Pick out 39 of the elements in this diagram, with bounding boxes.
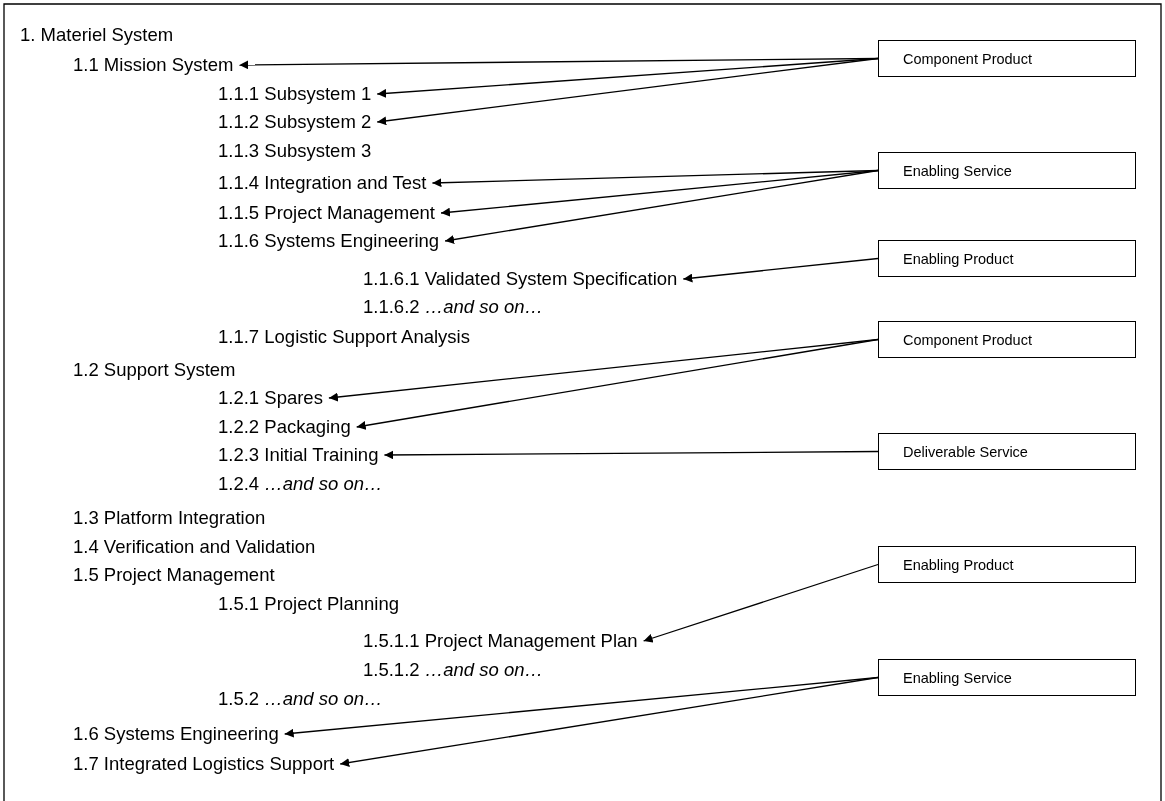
label-box: Enabling Product [878, 240, 1136, 277]
list-item: 1.5.2 …and so on… [218, 688, 383, 710]
list-item: 1.2.2 Packaging [218, 416, 351, 438]
label-box: Enabling Product [878, 546, 1136, 583]
label-box: Deliverable Service [878, 433, 1136, 470]
list-item: 1.2.3 Initial Training [218, 444, 379, 466]
list-item: 1.4 Verification and Validation [73, 536, 316, 558]
arrow [682, 257, 879, 283]
list-item: 1.5.1 Project Planning [218, 593, 399, 615]
arrow [339, 676, 879, 767]
list-item: 1.1.3 Subsystem 3 [218, 140, 372, 162]
list-item: 1. Materiel System [20, 24, 174, 46]
list-item: 1.1.2 Subsystem 2 [218, 111, 372, 133]
arrow [444, 169, 879, 244]
list-item: 1.1.1 Subsystem 1 [218, 83, 372, 105]
label-box: Enabling Service [878, 659, 1136, 696]
arrow [376, 57, 879, 126]
list-item: 1.1.7 Logistic Support Analysis [218, 326, 470, 348]
label-box: Component Product [878, 40, 1136, 77]
list-item: 1.1.4 Integration and Test [218, 172, 427, 194]
list-item: 1.2.1 Spares [218, 387, 323, 409]
list-item: 1.2.4 …and so on… [218, 473, 383, 495]
list-item: 1.5 Project Management [73, 564, 275, 586]
label-box: Component Product [878, 321, 1136, 358]
list-item: 1.3 Platform Integration [73, 507, 266, 529]
list-item: 1.7 Integrated Logistics Support [73, 753, 335, 775]
list-item: 1.1.6 Systems Engineering [218, 230, 440, 252]
arrow [642, 563, 879, 643]
label-box: Enabling Service [878, 152, 1136, 189]
list-item: 1.1.6.1 Validated System Specification [363, 268, 678, 290]
list-item: 1.2 Support System [73, 359, 236, 381]
list-item: 1.6 Systems Engineering [73, 723, 279, 745]
list-item: 1.1.5 Project Management [218, 202, 435, 224]
list-item: 1.5.1.2 …and so on… [363, 659, 543, 681]
list-item: 1.1 Mission System [73, 54, 234, 76]
arrow [383, 450, 879, 460]
list-item: 1.1.6.2 …and so on… [363, 296, 543, 318]
list-item: 1.5.1.1 Project Management Plan [363, 630, 638, 652]
arrow [356, 338, 879, 430]
